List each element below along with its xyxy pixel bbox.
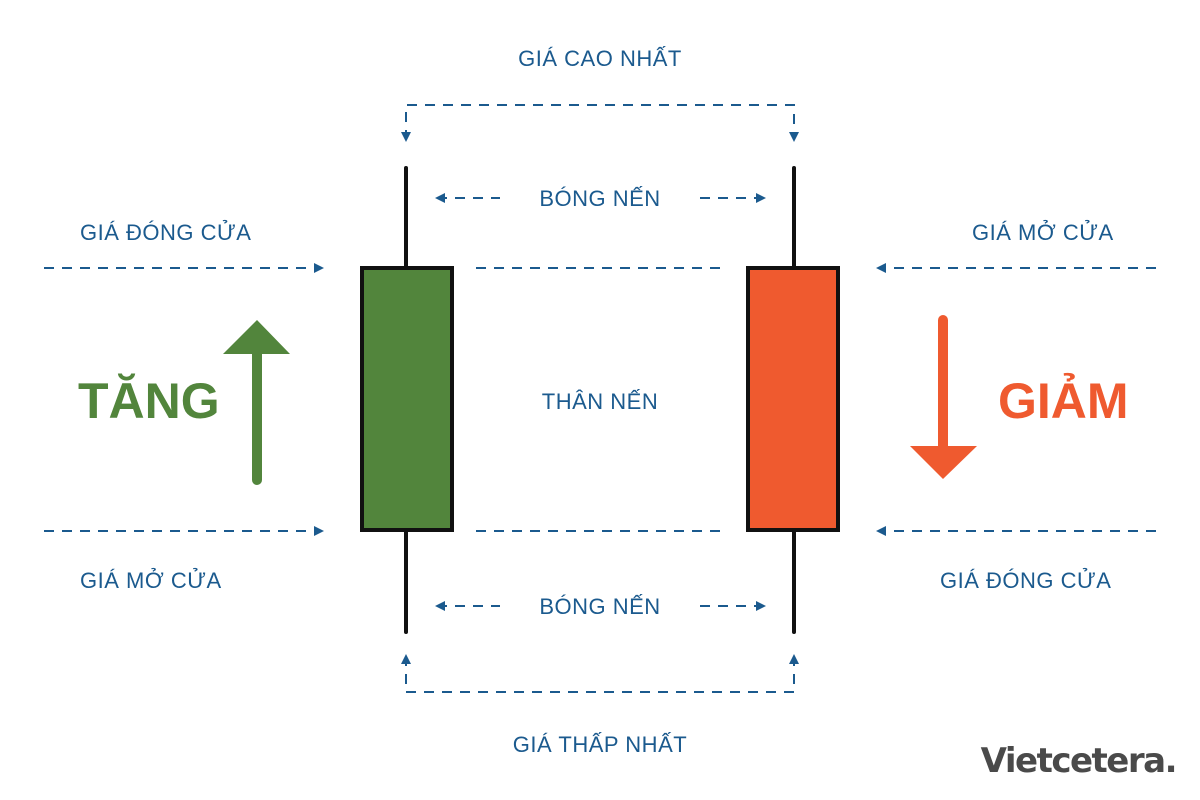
- increase-label: TĂNG: [78, 373, 220, 429]
- candle-body-label: THÂN NẾN: [542, 389, 658, 414]
- left-close-price-label: GIÁ ĐÓNG CỬA: [80, 220, 251, 245]
- highest-price-bracket: [401, 104, 799, 142]
- bullish-candle-body: [360, 266, 454, 532]
- vietcetera-logo: Vietcetera.: [981, 741, 1176, 781]
- up-arrow-icon: [223, 320, 290, 485]
- lower-shadow-label: BÓNG NẾN: [539, 594, 660, 619]
- upper-shadow-label: BÓNG NẾN: [539, 186, 660, 211]
- highest-price-label: GIÁ CAO NHẤT: [518, 46, 682, 71]
- decrease-label: GIẢM: [998, 373, 1129, 429]
- lowest-price-label: GIÁ THẤP NHẤT: [513, 732, 687, 757]
- down-arrow-icon: [910, 315, 977, 479]
- right-open-price-label: GIÁ MỞ CỬA: [972, 220, 1114, 245]
- left-open-price-label: GIÁ MỞ CỬA: [80, 568, 222, 593]
- bearish-candle-body: [746, 266, 840, 532]
- right-close-price-label: GIÁ ĐÓNG CỬA: [940, 568, 1111, 593]
- lowest-price-bracket: [401, 654, 799, 693]
